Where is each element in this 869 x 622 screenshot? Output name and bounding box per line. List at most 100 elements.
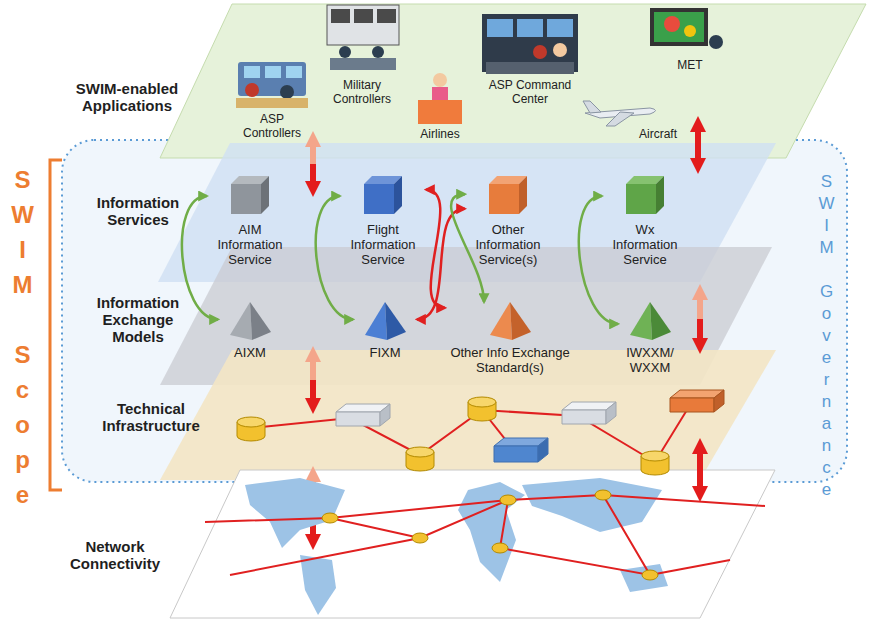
infrastructure-plane — [160, 350, 776, 480]
console — [238, 62, 306, 96]
layer-title: Information Services — [88, 194, 188, 228]
continent — [458, 482, 525, 582]
exchange-model: Other Info Exchange Standard(s) — [445, 302, 575, 375]
network-plane — [170, 470, 775, 618]
information-service: Flight Information Service — [340, 176, 426, 267]
layer-arrow — [310, 164, 316, 181]
server-cylinder — [406, 447, 434, 457]
network-link — [230, 495, 650, 575]
person — [280, 85, 294, 99]
exchange-model: FIXM — [353, 302, 417, 360]
network-device — [714, 390, 724, 412]
application-label: MET — [668, 58, 712, 72]
weather-cell — [664, 16, 680, 32]
layer-arrow — [695, 145, 701, 158]
desk — [486, 62, 574, 74]
scope-bracket — [50, 160, 62, 490]
weather-monitor — [650, 8, 708, 46]
node-text: Wx Information Service — [602, 222, 688, 267]
layer-arrow — [697, 470, 703, 486]
network-node — [500, 495, 516, 505]
layer-arrow — [697, 454, 703, 470]
network-link — [205, 495, 765, 522]
display-wall — [327, 5, 399, 45]
desk — [236, 98, 308, 108]
node-text: IWXXM/ WXXM — [618, 345, 682, 375]
server-cylinder — [641, 451, 669, 461]
layer-title: Network Connectivity — [62, 538, 168, 572]
scope-title: SWIM Scope — [10, 166, 34, 516]
cube-icon — [364, 176, 402, 214]
information-service: AIM Information Service — [207, 176, 293, 267]
shape-face — [519, 176, 527, 214]
layer-arrow — [697, 300, 703, 319]
continent — [300, 555, 336, 615]
layer-title: Technical Infrastructure — [95, 400, 207, 434]
person — [553, 43, 567, 57]
shape-face — [250, 302, 271, 340]
exchange-model: IWXXM/ WXXM — [618, 302, 682, 375]
applications-plane — [160, 4, 866, 158]
screen — [487, 19, 513, 37]
node-text: Flight Information Service — [340, 222, 426, 267]
node-text: FIXM — [353, 345, 417, 360]
server-cylinder — [468, 397, 496, 407]
continent — [245, 478, 345, 548]
exchange-connector — [451, 194, 484, 302]
screen — [517, 19, 543, 37]
screen — [377, 9, 396, 23]
layer-arrow — [310, 380, 316, 398]
counter — [418, 100, 462, 124]
person — [533, 45, 547, 59]
network-device — [538, 438, 548, 462]
pyramid-icon — [628, 302, 672, 340]
screen — [286, 66, 302, 78]
shape-face — [626, 184, 656, 214]
screen — [547, 19, 573, 37]
network-link — [650, 560, 730, 575]
node-text: Other Info Exchange Standard(s) — [445, 345, 575, 375]
network-node — [492, 543, 508, 553]
person — [372, 46, 384, 58]
application-label: Airlines — [410, 127, 470, 141]
network-node — [322, 513, 338, 523]
shape-face — [385, 302, 406, 340]
application-label: ASP Controllers — [234, 112, 310, 140]
network-link — [330, 518, 420, 538]
shape-face — [231, 184, 261, 214]
pyramid-icon — [228, 302, 272, 340]
person — [709, 35, 723, 49]
screen — [354, 9, 373, 23]
aircraft — [583, 101, 601, 113]
pyramid-icon — [488, 302, 532, 340]
network-node — [412, 533, 428, 543]
person — [432, 87, 448, 101]
node-text: AIXM — [218, 345, 282, 360]
governance-title: SWIM Governance — [818, 172, 835, 502]
layer-title: Information Exchange Models — [88, 294, 188, 345]
exchange-connector — [426, 190, 445, 308]
node-text: Other Information Service(s) — [465, 222, 551, 267]
aircraft — [606, 112, 634, 126]
application-label: Aircraft — [628, 127, 688, 141]
continent — [522, 478, 662, 532]
layer-arrow — [695, 132, 701, 145]
weather-cell — [684, 25, 696, 37]
network-node — [595, 490, 611, 500]
shape-face — [261, 176, 269, 214]
layer-title: SWIM-enabled Applications — [62, 80, 192, 114]
network-device — [380, 404, 390, 426]
cube-icon — [231, 176, 269, 214]
exchange-connector — [417, 209, 465, 320]
shape-face — [510, 302, 531, 340]
exchange-connector — [316, 196, 353, 319]
screen — [265, 66, 281, 78]
cube-icon — [626, 176, 664, 214]
shape-face — [365, 302, 387, 340]
weather-map — [654, 12, 704, 42]
person — [433, 73, 447, 87]
shape-face — [650, 302, 671, 340]
shape-face — [230, 302, 252, 340]
network-device — [494, 446, 538, 462]
exchange-connector — [182, 196, 218, 319]
